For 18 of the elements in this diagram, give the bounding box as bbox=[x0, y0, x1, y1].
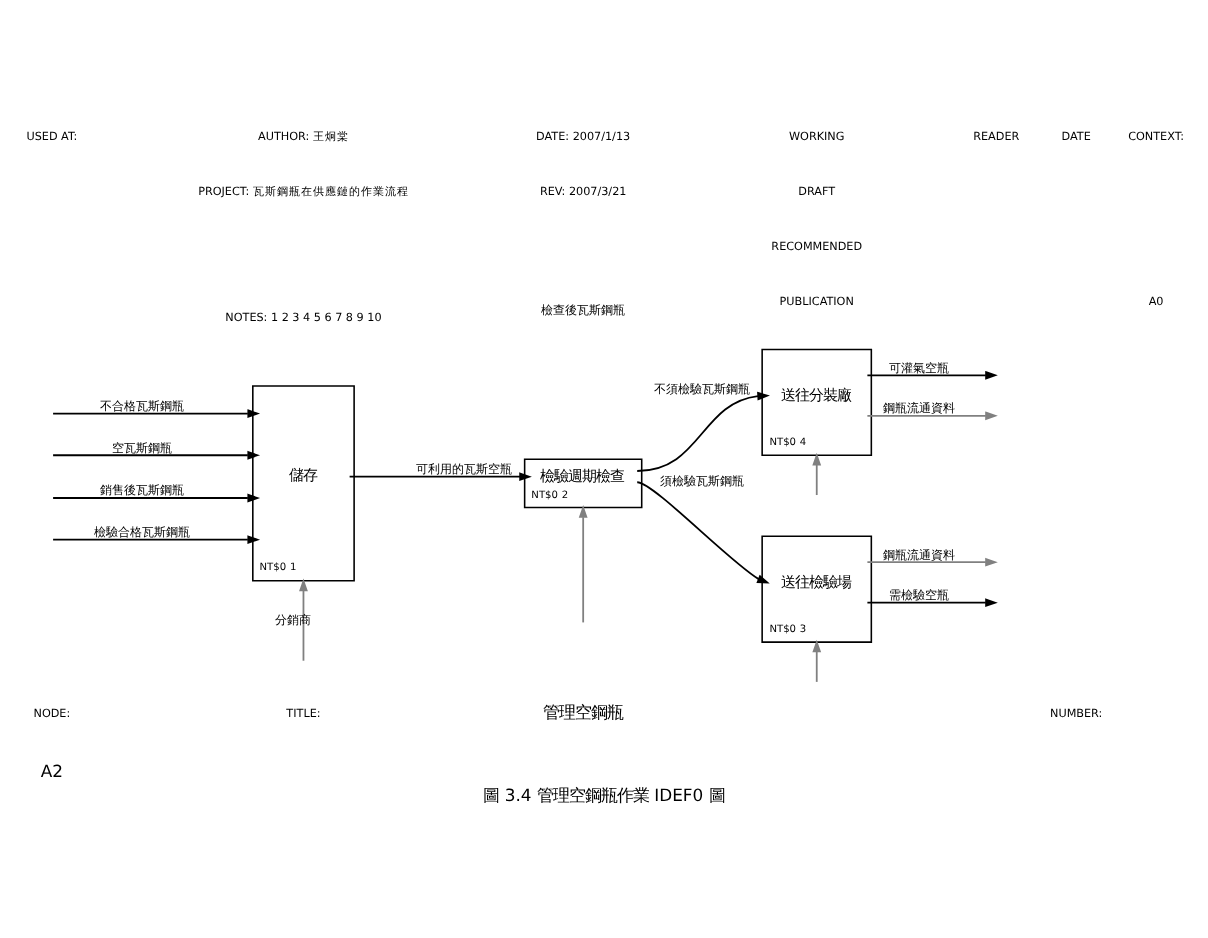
caption: 圖 3.4 管理空鋼瓶作業 IDEF0 圖 bbox=[483, 784, 725, 805]
arrow bbox=[636, 480, 770, 583]
arrow bbox=[866, 597, 998, 607]
arrow bbox=[812, 638, 822, 682]
arrow bbox=[866, 369, 998, 379]
arrow bbox=[52, 534, 261, 544]
arrow bbox=[52, 449, 261, 459]
label: 管理空鋼瓶 bbox=[543, 701, 624, 722]
arrow bbox=[578, 504, 588, 623]
arrow bbox=[52, 408, 261, 417]
arrow bbox=[52, 492, 261, 502]
arrow bbox=[812, 451, 822, 495]
arrow bbox=[866, 410, 998, 420]
arrow bbox=[636, 390, 770, 471]
arrow bbox=[866, 556, 998, 566]
label: A2 bbox=[40, 759, 64, 780]
arrow bbox=[299, 577, 308, 661]
arrow bbox=[348, 471, 532, 481]
